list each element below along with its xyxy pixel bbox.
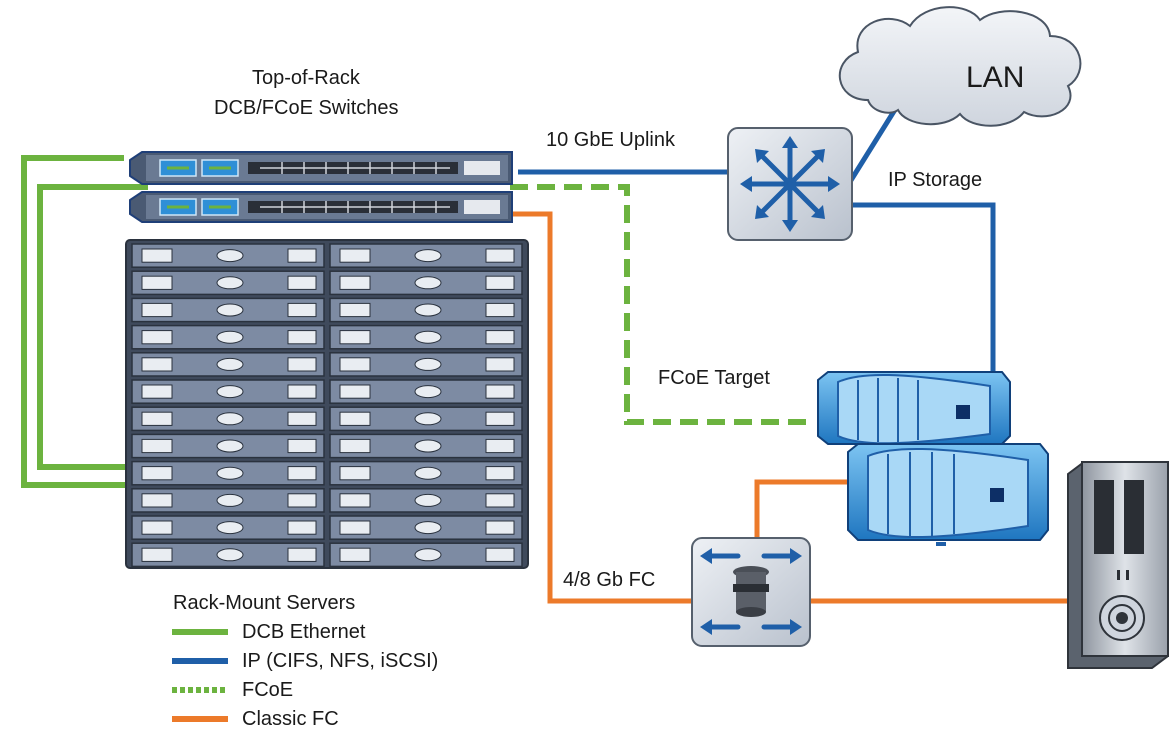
classic-fc-links [512,211,1068,604]
server-unit [329,379,523,404]
server-unit [329,406,523,432]
fcoe-target-label: FCoE Target [658,367,770,389]
server-unit [131,460,325,486]
server-unit [131,515,325,540]
legend-label-dcb-ethernet: DCB Ethernet [242,621,366,643]
tor-switch-bottom [129,191,513,223]
server-unit [329,324,523,350]
server-unit [329,515,523,540]
server-unit [131,542,325,568]
server-unit [329,488,523,513]
lan-label: LAN [966,61,1025,94]
fc-speed-label: 4/8 Gb FC [563,569,656,591]
legend-label-classic-fc: Classic FC [242,708,339,730]
legend-swatches [172,629,228,722]
fcoe-link [510,184,812,425]
server-unit [131,433,325,459]
tor-label-line1: Top-of-Rack [252,67,360,89]
server-unit [131,379,325,404]
server-unit [131,270,325,296]
server-unit [131,324,325,350]
server-unit [329,542,523,568]
server-unit [329,243,523,268]
tor-label-line2: DCB/FCoE Switches [214,97,399,119]
server-unit [329,433,523,459]
server-unit [131,352,325,377]
tor-switch-top [129,151,513,185]
fc-storage-array-front [847,443,1049,546]
server-unit [329,297,523,323]
dcb-ethernet-links [21,155,148,488]
fcoe-storage-array-back [817,371,1011,445]
ip-storage-label: IP Storage [888,169,983,191]
server-unit [131,488,325,513]
server-unit [329,352,523,377]
legend-label-ip: IP (CIFS, NFS, iSCSI) [242,650,439,672]
server-unit [329,460,523,486]
core-switch-icon [727,127,853,241]
server-unit [131,406,325,432]
server-rack [125,239,529,569]
server-unit [131,243,325,268]
fc-switch-icon [691,537,811,647]
servers-label: Rack-Mount Servers [173,592,356,614]
uplink-label: 10 GbE Uplink [546,129,675,151]
legend-label-fcoe: FCoE [242,679,294,701]
tape-library-icon [1067,461,1169,669]
lan-cloud [838,6,1082,127]
server-unit [329,270,523,296]
server-unit [131,297,325,323]
